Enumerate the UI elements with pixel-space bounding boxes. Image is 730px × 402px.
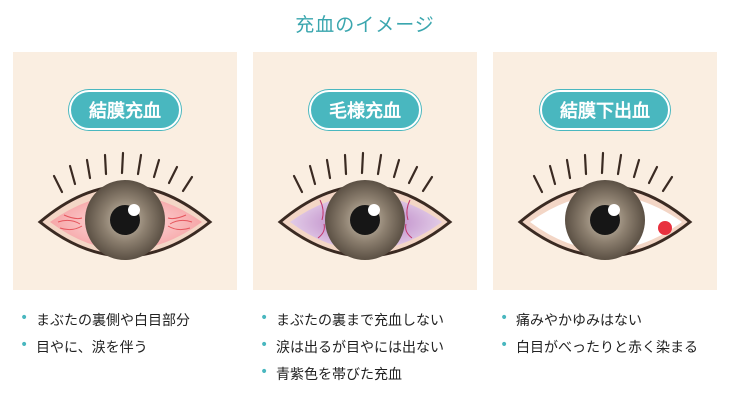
bullets-conjunctival: •まぶたの裏側や白目部分 •目やに、涙を伴う	[18, 310, 248, 364]
list-item: •青紫色を帯びた充血	[260, 364, 402, 383]
page-title: 充血のイメージ	[295, 14, 435, 36]
bullets-hemorrhage: •痛みやかゆみはない •白目がべったりと赤く染まる	[498, 310, 728, 364]
panel-conjunctival-injection: 結膜充血	[13, 52, 237, 290]
panel-label: 毛様充血	[309, 90, 421, 130]
panel-label: 結膜充血	[69, 90, 181, 130]
list-item: •まぶたの裏まで充血しない	[260, 310, 444, 329]
bullets-ciliary: •まぶたの裏まで充血しない •涙は出るが目やには出ない •青紫色を帯びた充血	[258, 310, 488, 391]
panel-label: 結膜下出血	[540, 90, 670, 130]
list-item: •まぶたの裏側や白目部分	[20, 310, 190, 329]
eye-conjunctival-icon	[37, 151, 213, 260]
list-item: •涙は出るが目やには出ない	[260, 337, 444, 356]
eye-hemorrhage-icon	[517, 151, 693, 260]
list-item: •目やに、涙を伴う	[20, 337, 148, 356]
panel-ciliary-injection: 毛様充血	[253, 52, 477, 290]
list-item: •白目がべったりと赤く染まる	[500, 337, 698, 356]
eye-ciliary-icon	[277, 151, 453, 260]
list-item: •痛みやかゆみはない	[500, 310, 642, 329]
panel-subconjunctival-hemorrhage: 結膜下出血	[493, 52, 717, 290]
